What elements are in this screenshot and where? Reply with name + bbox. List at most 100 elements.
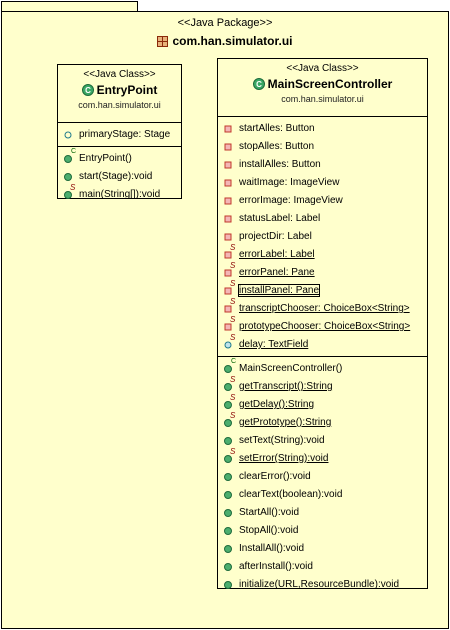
- class-method[interactable]: setText(String):void: [218, 432, 427, 450]
- public-method-icon: [224, 581, 232, 589]
- class-method[interactable]: StartAll():void: [218, 504, 427, 522]
- static-marker-icon: S: [230, 447, 236, 456]
- field-label: waitImage: ImageView: [239, 177, 340, 188]
- method-label: initialize(URL,ResourceBundle):void: [239, 579, 400, 590]
- private-field-icon: [224, 233, 232, 241]
- field-label: errorImage: ImageView: [239, 195, 343, 206]
- public-method-icon: [224, 563, 232, 571]
- private-field-icon: [224, 323, 232, 331]
- class-method[interactable]: start(Stage):void: [58, 168, 181, 186]
- class-method[interactable]: StopAll():void: [218, 522, 427, 540]
- method-label: getTranscript():String: [239, 381, 333, 392]
- method-label: afterInstall():void: [239, 561, 313, 572]
- class-stereotype: <<Java Class>>: [83, 69, 156, 80]
- class-c-icon: C: [252, 78, 265, 90]
- class-package: com.han.simulator.ui: [281, 94, 364, 104]
- public-method-icon: [224, 509, 232, 517]
- static-marker-icon: S: [70, 183, 76, 192]
- method-label: setText(String):void: [239, 435, 325, 446]
- static-marker-icon: S: [230, 243, 236, 252]
- class-field[interactable]: primaryStage: Stage: [58, 126, 181, 144]
- package-icon: [157, 35, 169, 47]
- class-method[interactable]: initialize(URL,ResourceBundle):void: [218, 576, 427, 594]
- svg-text:C: C: [85, 86, 91, 95]
- class-main-screen-controller-header: <<Java Class>> C MainScreenController co…: [218, 63, 427, 117]
- public-method-icon: [64, 173, 72, 181]
- static-marker-icon: S: [230, 261, 236, 270]
- field-label: delay: TextField: [239, 339, 309, 350]
- public-method-icon: [224, 491, 232, 499]
- field-label: transcriptChooser: ChoiceBox<String>: [239, 303, 410, 314]
- package-tab: [1, 1, 138, 12]
- private-field-icon: [224, 161, 232, 169]
- static-marker-icon: S: [230, 297, 236, 306]
- public-method-icon: [224, 383, 232, 391]
- private-field-icon: [224, 287, 232, 295]
- class-field[interactable]: startAlles: Button: [218, 120, 427, 138]
- public-method-icon: [64, 155, 72, 163]
- class-name-text: MainScreenController: [267, 77, 393, 91]
- class-entry-point-header: <<Java Class>> C EntryPoint com.han.simu…: [58, 69, 181, 123]
- class-field[interactable]: waitImage: ImageView: [218, 174, 427, 192]
- static-marker-icon: S: [230, 375, 236, 384]
- class-method[interactable]: InstallAll():void: [218, 540, 427, 558]
- field-label: errorLabel: Label: [239, 249, 315, 260]
- method-label: setError(String):void: [239, 453, 329, 464]
- field-label: errorPanel: Pane: [239, 267, 315, 278]
- class-stereotype: <<Java Class>>: [286, 63, 359, 74]
- field-label: prototypeChooser: ChoiceBox<String>: [239, 321, 411, 332]
- public-method-icon: [224, 419, 232, 427]
- class-method[interactable]: clearError():void: [218, 468, 427, 486]
- constructor-marker-icon: C: [231, 358, 237, 365]
- private-field-icon: [224, 251, 232, 259]
- class-field[interactable]: statusLabel: Label: [218, 210, 427, 228]
- public-method-icon: [224, 455, 232, 463]
- field-label: primaryStage: Stage: [79, 129, 171, 140]
- class-field[interactable]: projectDir: Label: [218, 228, 427, 246]
- svg-text:C: C: [256, 80, 262, 89]
- class-method[interactable]: clearText(boolean):void: [218, 486, 427, 504]
- method-label: getPrototype():String: [239, 417, 332, 428]
- class-name: C EntryPoint: [58, 83, 181, 97]
- private-field-icon: [224, 179, 232, 187]
- method-label: InstallAll():void: [239, 543, 305, 554]
- private-field-icon: [224, 269, 232, 277]
- class-field[interactable]: stopAlles: Button: [218, 138, 427, 156]
- class-field[interactable]: errorImage: ImageView: [218, 192, 427, 210]
- public-method-icon: [224, 545, 232, 553]
- method-label: EntryPoint(): [79, 153, 132, 164]
- public-method-icon: [224, 437, 232, 445]
- class-method[interactable]: afterInstall():void: [218, 558, 427, 576]
- class-fields: primaryStage: Stage: [58, 123, 181, 147]
- public-method-icon: [224, 473, 232, 481]
- class-c-icon: C: [81, 84, 94, 96]
- public-method-icon: [224, 527, 232, 535]
- method-label: StartAll():void: [239, 507, 300, 518]
- private-field-icon: [224, 197, 232, 205]
- class-main-screen-controller[interactable]: <<Java Class>> C MainScreenController co…: [217, 58, 428, 590]
- public-method-icon: [224, 401, 232, 409]
- class-package: com.han.simulator.ui: [78, 100, 161, 110]
- private-field-icon: [224, 125, 232, 133]
- class-field[interactable]: installAlles: Button: [218, 156, 427, 174]
- static-marker-icon: S: [230, 411, 236, 420]
- method-label: StopAll():void: [239, 525, 299, 536]
- class-entry-point[interactable]: <<Java Class>> C EntryPoint com.han.simu…: [57, 64, 182, 200]
- package-title: com.han.simulator.ui: [0, 34, 450, 48]
